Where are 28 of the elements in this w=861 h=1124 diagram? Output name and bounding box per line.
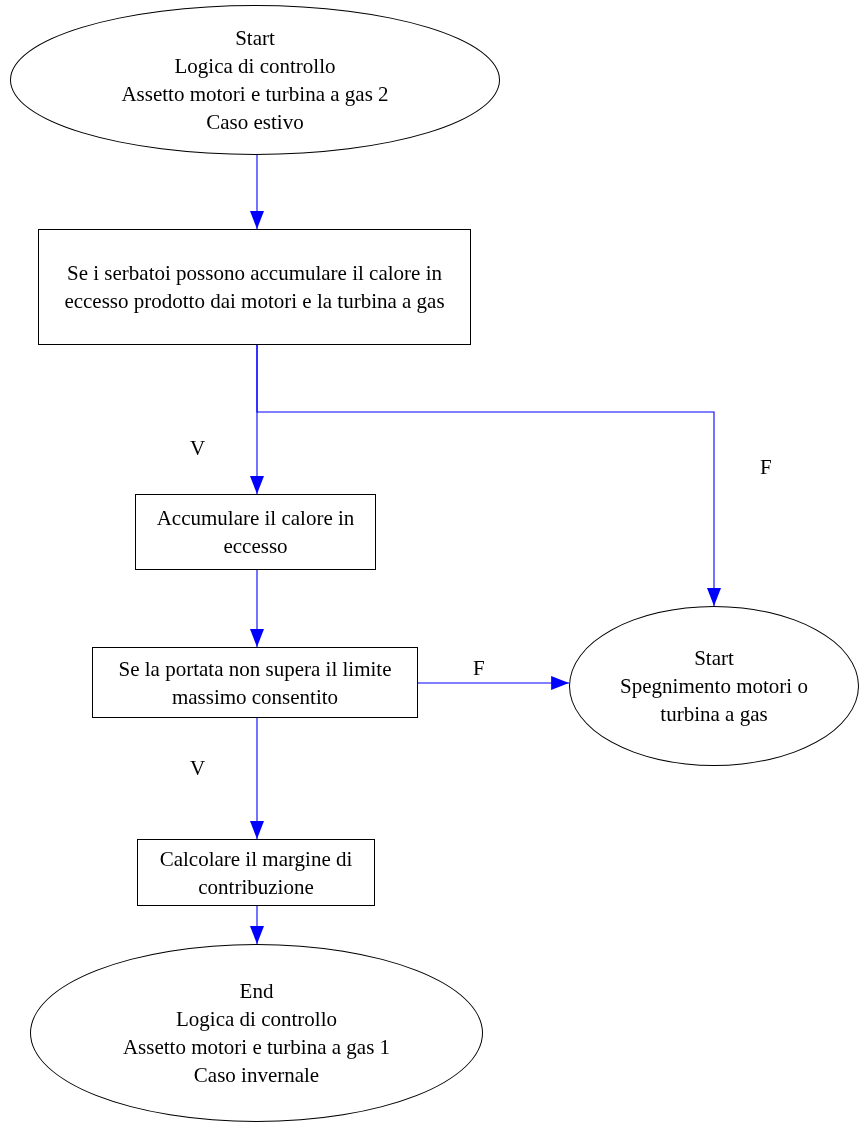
- node-text: Spegnimento motori o turbina a gas: [619, 673, 809, 728]
- arrow: [417, 676, 570, 690]
- node-text: Start: [235, 25, 275, 52]
- node-text: Caso estivo: [206, 109, 304, 136]
- node-text: Start: [694, 645, 734, 672]
- edge-label: F: [760, 455, 772, 480]
- arrow: [250, 154, 264, 230]
- node-text: Se la portata non supera il limite massimo consentito: [117, 655, 393, 711]
- node-text: Se i serbatoi possono accumulare il calore in eccesso prodotto dai motori e la turbina a gas: [63, 260, 446, 315]
- process-box: [137, 839, 375, 906]
- arrow: [250, 717, 264, 840]
- node-text: Caso invernale: [193, 1062, 320, 1089]
- arrow: [250, 905, 264, 945]
- arrow: [250, 569, 264, 648]
- node-text: Logica di controllo: [174, 53, 336, 80]
- edge-label: V: [190, 756, 206, 781]
- edge-label: V: [190, 436, 206, 461]
- node-text: Assetto motori e turbina a gas 1: [122, 1034, 391, 1061]
- process-box: [38, 229, 471, 345]
- node-text: End: [239, 978, 274, 1005]
- arrow: [256, 344, 721, 607]
- node-text: Logica di controllo: [176, 1006, 337, 1033]
- process-box: [92, 647, 418, 718]
- process-box: [135, 494, 376, 570]
- node-text: Calcolare il margine di contribuzione: [158, 845, 354, 901]
- edge-label: F: [473, 656, 485, 681]
- node-text: Assetto motori e turbina a gas 2: [121, 81, 389, 108]
- node-text: Accumulare il calore in eccesso: [155, 505, 356, 560]
